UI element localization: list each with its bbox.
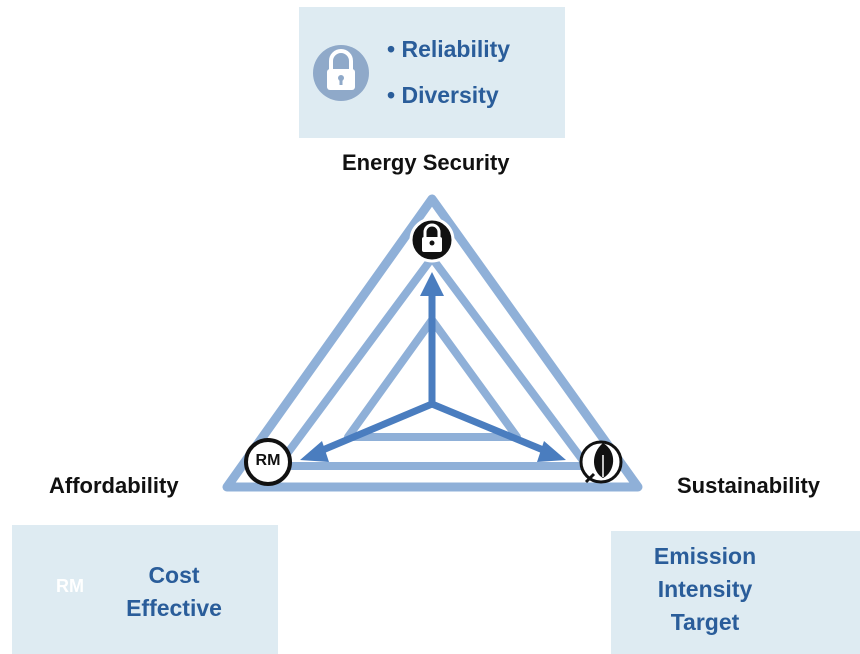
bullet-diversity-text: Diversity <box>401 82 499 108</box>
arrow-to-sustainability <box>430 400 550 456</box>
sustainability-line-3: Target <box>670 609 740 635</box>
lock-icon <box>313 45 369 101</box>
sustainability-line-2: Intensity <box>657 576 753 602</box>
sustainability-line-1: Emission <box>653 543 757 569</box>
affordability-line-1: Cost <box>148 562 200 588</box>
affordability-line-2: Effective <box>126 595 222 621</box>
affordability-box-text: Cost Effective <box>118 559 230 625</box>
rm-icon-text: RM <box>56 576 84 596</box>
bullet-diversity: • Diversity <box>387 82 499 108</box>
triangle-middle <box>274 254 591 470</box>
label-affordability: Affordability <box>49 473 179 498</box>
arrowhead-affordability <box>300 441 329 462</box>
bullet-reliability-text: Reliability <box>401 36 511 62</box>
triangle-inner <box>344 316 521 441</box>
label-sustainability: Sustainability <box>677 473 821 498</box>
bullet-reliability: • Reliability <box>387 36 511 62</box>
arrowhead-security <box>420 272 444 296</box>
triangle-outer <box>222 194 643 492</box>
vertex-rm-text: RM <box>255 452 281 469</box>
arrow-to-affordability <box>316 400 434 456</box>
vertex-rm-icon <box>244 438 292 486</box>
vertex-lock-icon <box>409 217 455 263</box>
affordability-box <box>12 525 278 654</box>
sustainability-box-text: Emission Intensity Target <box>640 540 770 639</box>
arrowhead-sustainability <box>537 441 566 462</box>
sustainability-box <box>611 531 860 654</box>
label-energy-security: Energy Security <box>342 150 510 175</box>
vertex-leaf-icon <box>579 440 623 484</box>
